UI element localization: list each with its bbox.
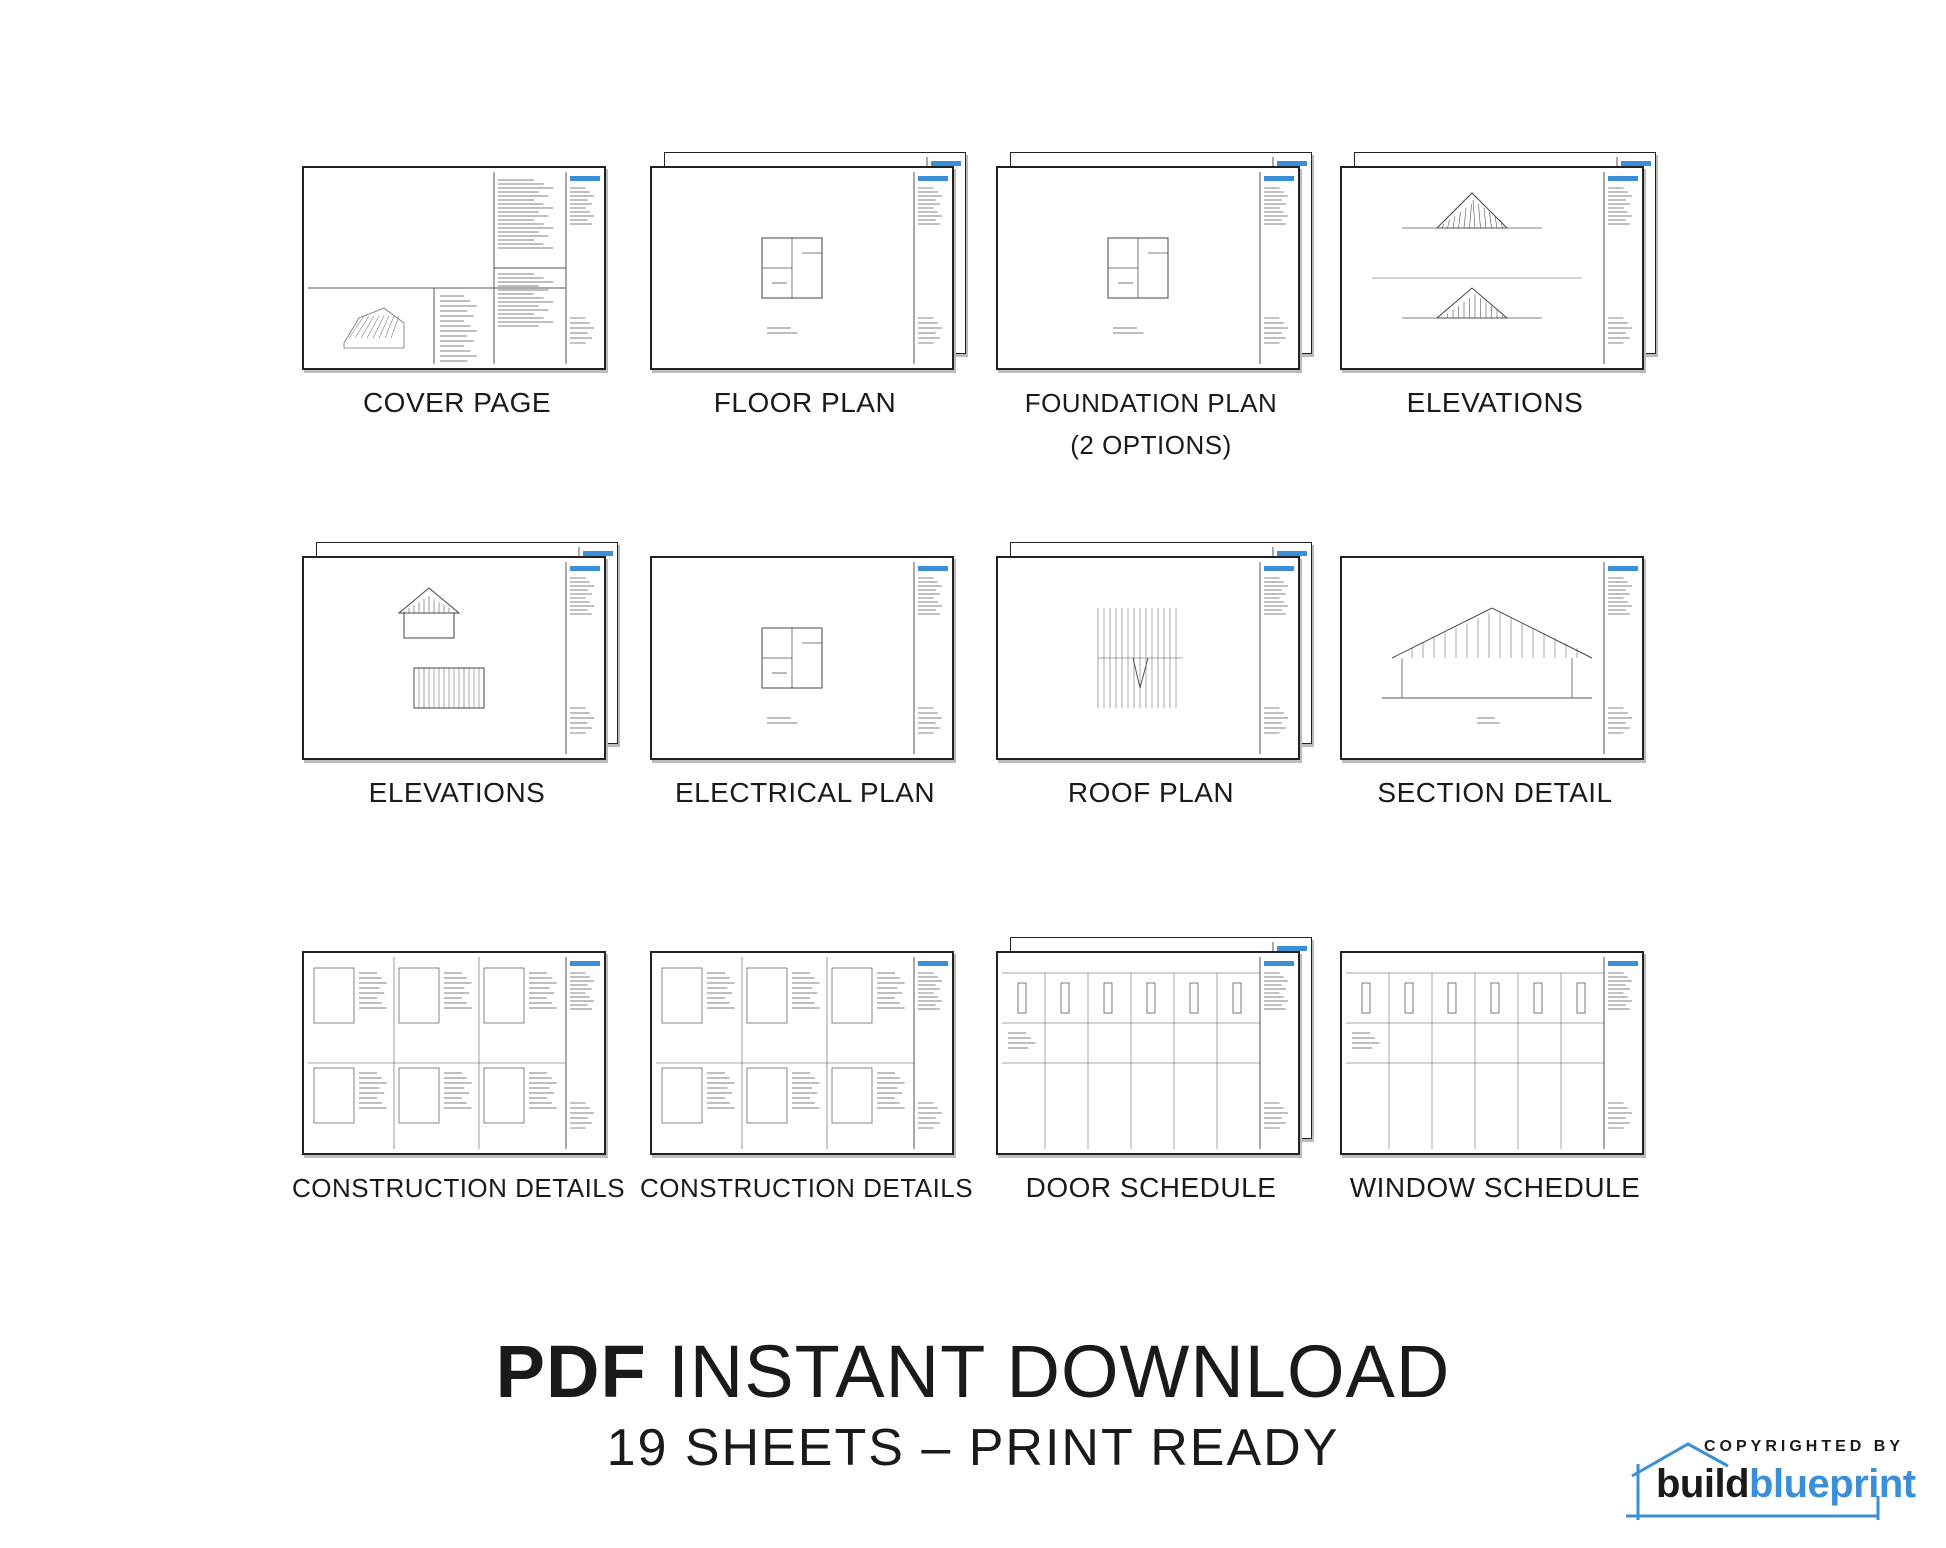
brand-name-build: build <box>1656 1462 1750 1506</box>
sheet-thumbnail <box>650 935 960 1155</box>
sheet-card: SECTION DETAIL <box>1330 540 1660 814</box>
sheet-thumbnail <box>302 150 612 370</box>
sheet-card: ROOF PLAN <box>986 540 1316 814</box>
sheet-page <box>1340 166 1644 370</box>
sheet-thumbnail <box>650 540 960 760</box>
sheet-thumbnail <box>1340 540 1650 760</box>
sheet-thumbnail <box>302 935 612 1155</box>
sheet-page <box>650 166 954 370</box>
sheet-thumbnail <box>1340 150 1656 370</box>
sheet-page <box>1340 951 1644 1155</box>
sheet-page <box>302 556 606 760</box>
sheet-page <box>996 166 1300 370</box>
sheet-thumbnail <box>996 540 1312 760</box>
sheet-page <box>996 556 1300 760</box>
sheet-label: ELEVATIONS <box>1406 387 1584 418</box>
sheet-label: CONSTRUCTION DETAILS <box>292 1173 626 1203</box>
sheet-thumbnail <box>996 150 1312 370</box>
headline-rest: INSTANT DOWNLOAD <box>646 1330 1451 1413</box>
sheet-label: ROOF PLAN <box>1067 777 1235 808</box>
sheet-card: ELEVATIONS <box>292 540 622 814</box>
sheet-card: WINDOW SCHEDULE <box>1330 935 1660 1209</box>
sheet-label: CONSTRUCTION DETAILS <box>640 1173 974 1203</box>
sheet-label: SECTION DETAIL <box>1377 777 1613 808</box>
sheet-thumbnail <box>302 540 618 760</box>
sheet-page <box>302 166 606 370</box>
sheet-thumbnail <box>996 935 1312 1155</box>
sheet-label: ELEVATIONS <box>368 777 546 808</box>
sheet-label: COVER PAGE <box>362 387 552 418</box>
sheet-label: FOUNDATION PLAN (2 OPTIONS) <box>1024 388 1278 460</box>
sheet-label: FLOOR PLAN <box>713 387 897 418</box>
brand-logo: COPYRIGHTED BY buildblueprint <box>1618 1436 1918 1526</box>
brand-name-blueprint: blueprint <box>1749 1462 1916 1506</box>
sheet-label: ELECTRICAL PLAN <box>674 777 936 808</box>
sheet-page <box>650 556 954 760</box>
sheet-card: FLOOR PLAN <box>640 150 970 424</box>
sheet-card: CONSTRUCTION DETAILS <box>292 935 626 1209</box>
sheet-card: ELEVATIONS <box>1330 150 1660 424</box>
subline: 19 SHEETS – PRINT READY <box>606 1419 1340 1477</box>
sheet-page <box>996 951 1300 1155</box>
sheet-thumbnail <box>650 150 966 370</box>
sheet-card: COVER PAGE <box>292 150 622 424</box>
sheet-label: WINDOW SCHEDULE <box>1349 1172 1641 1203</box>
blueprint-house-icon <box>1626 1442 1880 1520</box>
sheet-card: CONSTRUCTION DETAILS <box>640 935 974 1209</box>
sheet-card: ELECTRICAL PLAN <box>640 540 970 814</box>
sheet-page <box>1340 556 1644 760</box>
sheet-card: FOUNDATION PLAN (2 OPTIONS) <box>986 150 1316 466</box>
headline: PDF INSTANT DOWNLOAD <box>0 1332 1946 1412</box>
copyright-text: COPYRIGHTED BY <box>1704 1438 1905 1455</box>
sheet-page <box>650 951 954 1155</box>
sheet-thumbnail <box>1340 935 1650 1155</box>
sheet-card: DOOR SCHEDULE <box>986 935 1316 1209</box>
sheet-label: DOOR SCHEDULE <box>1025 1172 1277 1203</box>
brand-name: buildblueprint <box>1656 1462 1916 1507</box>
headline-bold: PDF <box>495 1330 647 1413</box>
sheet-page <box>302 951 606 1155</box>
